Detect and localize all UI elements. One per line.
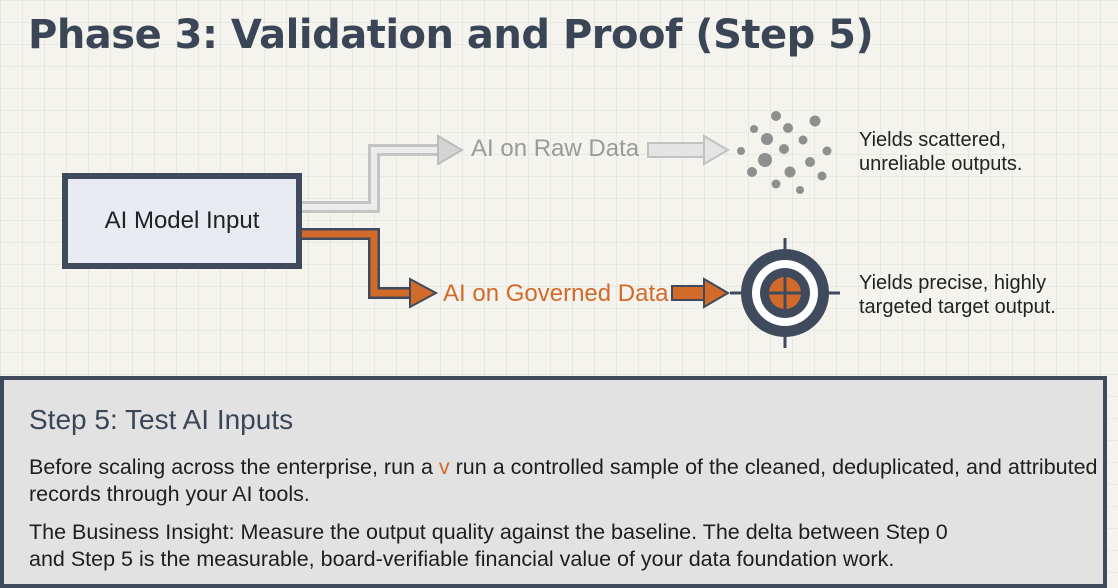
- raw-output-arrow: [647, 134, 730, 166]
- governed-arrowhead: [409, 277, 439, 309]
- input-label: AI Model Input: [104, 207, 260, 234]
- raw-note-line: Yields scattered,: [859, 129, 1007, 151]
- governed-data-path: [296, 228, 412, 299]
- raw-data-label: AI on Raw Data: [471, 135, 640, 162]
- description-text: run a controlled sample of the cleaned, …: [29, 455, 1098, 506]
- target-icon: [730, 238, 840, 348]
- raw-note-line: unreliable outputs.: [859, 153, 1023, 175]
- step-panel: Step 5: Test AI Inputs Before scaling ac…: [0, 376, 1107, 588]
- description-text: Before scaling across the enterprise, ru…: [29, 455, 439, 479]
- governed-output-note: Yields precise, highly targeted target o…: [859, 271, 1056, 319]
- flow-diagram: [296, 111, 840, 348]
- step-title: Step 5: Test AI Inputs: [29, 404, 294, 435]
- page-title: Phase 3: Validation and Proof (Step 5): [28, 12, 874, 58]
- insight-line: and Step 5 is the measurable, board-veri…: [29, 547, 895, 571]
- raw-output-note: Yields scattered, unreliable outputs.: [859, 128, 1022, 176]
- governed-output-arrow: [671, 277, 730, 309]
- ai-model-input-box: AI Model Input: [62, 173, 302, 269]
- insight-line: The Business Insight: Measure the output…: [29, 520, 948, 544]
- governed-note-line: Yields precise, highly: [859, 272, 1047, 294]
- highlighted-character: v: [438, 455, 450, 479]
- business-insight: The Business Insight: Measure the output…: [29, 519, 948, 573]
- raw-arrowhead: [437, 134, 464, 166]
- scatter-icon: [737, 111, 832, 194]
- governed-data-label: AI on Governed Data: [443, 280, 669, 307]
- governed-note-line: targeted target output.: [859, 296, 1056, 318]
- raw-data-path: [296, 144, 440, 213]
- step-description: Before scaling across the enterprise, ru…: [29, 454, 1103, 508]
